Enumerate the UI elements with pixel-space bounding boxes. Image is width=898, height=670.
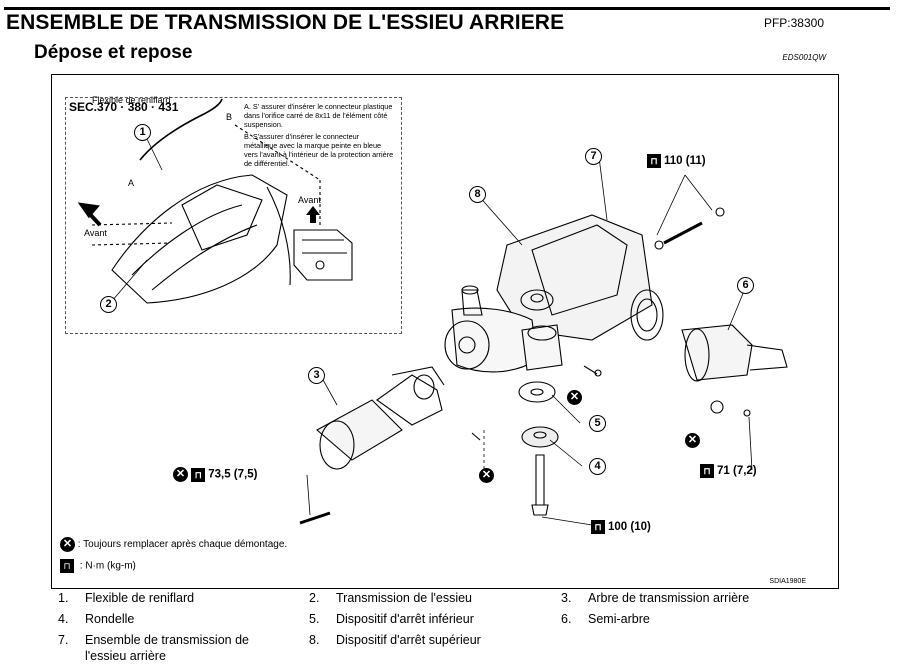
replace-part-icon: ✕ (479, 468, 494, 483)
list-item-continuation: l'essieu arrière (85, 649, 166, 663)
page-title: ENSEMBLE DE TRANSMISSION DE L'ESSIEU ARR… (6, 11, 565, 34)
torque-110: ⊓110 (11) (647, 154, 706, 168)
header-rule (4, 7, 890, 10)
page-subtitle: Dépose et repose (34, 42, 193, 63)
torque-100: ⊓100 (10) (591, 520, 651, 534)
legend-replace: ✕ : Toujours remplacer après chaque démo… (60, 537, 287, 552)
arrow-up-icon (77, 202, 102, 227)
torque-wrench-icon: ⊓ (191, 467, 206, 482)
replace-part-icon: ✕ (60, 537, 75, 552)
pfp-code: PFP:38300 (763, 16, 824, 30)
arrow-up-icon (306, 206, 320, 223)
note-b: B. S'assurer d'insérer le connecteur mét… (244, 132, 394, 168)
torque-71: ⊓71 (7,2) (700, 464, 757, 478)
figure-code: SDIA1980E (769, 578, 806, 585)
front-label-left: Avant (84, 228, 107, 238)
front-label-right: Avant (298, 195, 321, 205)
callout-3: 3 (308, 367, 325, 384)
differential-sketch (299, 207, 788, 525)
callout-4: 4 (589, 458, 606, 475)
leader-lines (111, 138, 753, 526)
breather-hose-label: Flexible de reniflard (92, 95, 171, 105)
detail-inset: SEC.370 · 380 · 431 Flexible de reniflar… (65, 95, 402, 334)
callout-8: 8 (469, 186, 486, 203)
list-item: 3.Arbre de transmission arrière (561, 591, 750, 605)
exploded-diagram: SEC.370 · 380 · 431 Flexible de reniflar… (51, 74, 839, 589)
note-a: A. S' assurer d'insérer le connecteur pl… (244, 102, 393, 129)
list-item: 6.Semi-arbre (561, 612, 650, 626)
callout-2: 2 (100, 296, 117, 313)
replace-part-icon: ✕ (567, 390, 582, 405)
list-item: 4.Rondelle (58, 612, 135, 626)
connector-b-label: B (226, 112, 233, 122)
list-item: 5.Dispositif d'arrêt inférieur (309, 612, 474, 626)
list-item: 2.Transmission de l'essieu (309, 591, 473, 605)
torque-wrench-icon: ⊓ (647, 154, 661, 168)
section-code: EDS001QW (782, 53, 826, 62)
torque-wrench-icon: ⊓ (60, 559, 74, 573)
callout-7: 7 (585, 148, 602, 165)
torque-wrench-icon: ⊓ (700, 464, 714, 478)
legend-unit: ⊓ : N·m (kg-m) (60, 559, 136, 573)
callout-1: 1 (134, 124, 151, 141)
torque-wrench-icon: ⊓ (591, 520, 605, 534)
list-item: 7.Ensemble de transmission de (58, 633, 249, 647)
callout-5: 5 (589, 415, 606, 432)
replace-part-icon: ✕ (173, 467, 188, 482)
list-item: 8.Dispositif d'arrêt supérieur (309, 633, 481, 647)
connector-a-label: A (128, 178, 135, 188)
list-item: 1.Flexible de reniflard (58, 591, 195, 605)
callout-6: 6 (737, 277, 754, 294)
torque-73-5: ✕ ⊓73,5 (7,5) (173, 467, 257, 482)
section-reference: SEC.370 · 380 · 431 (69, 100, 179, 114)
diagram-drawing (77, 98, 788, 526)
replace-part-icon: ✕ (685, 433, 700, 448)
